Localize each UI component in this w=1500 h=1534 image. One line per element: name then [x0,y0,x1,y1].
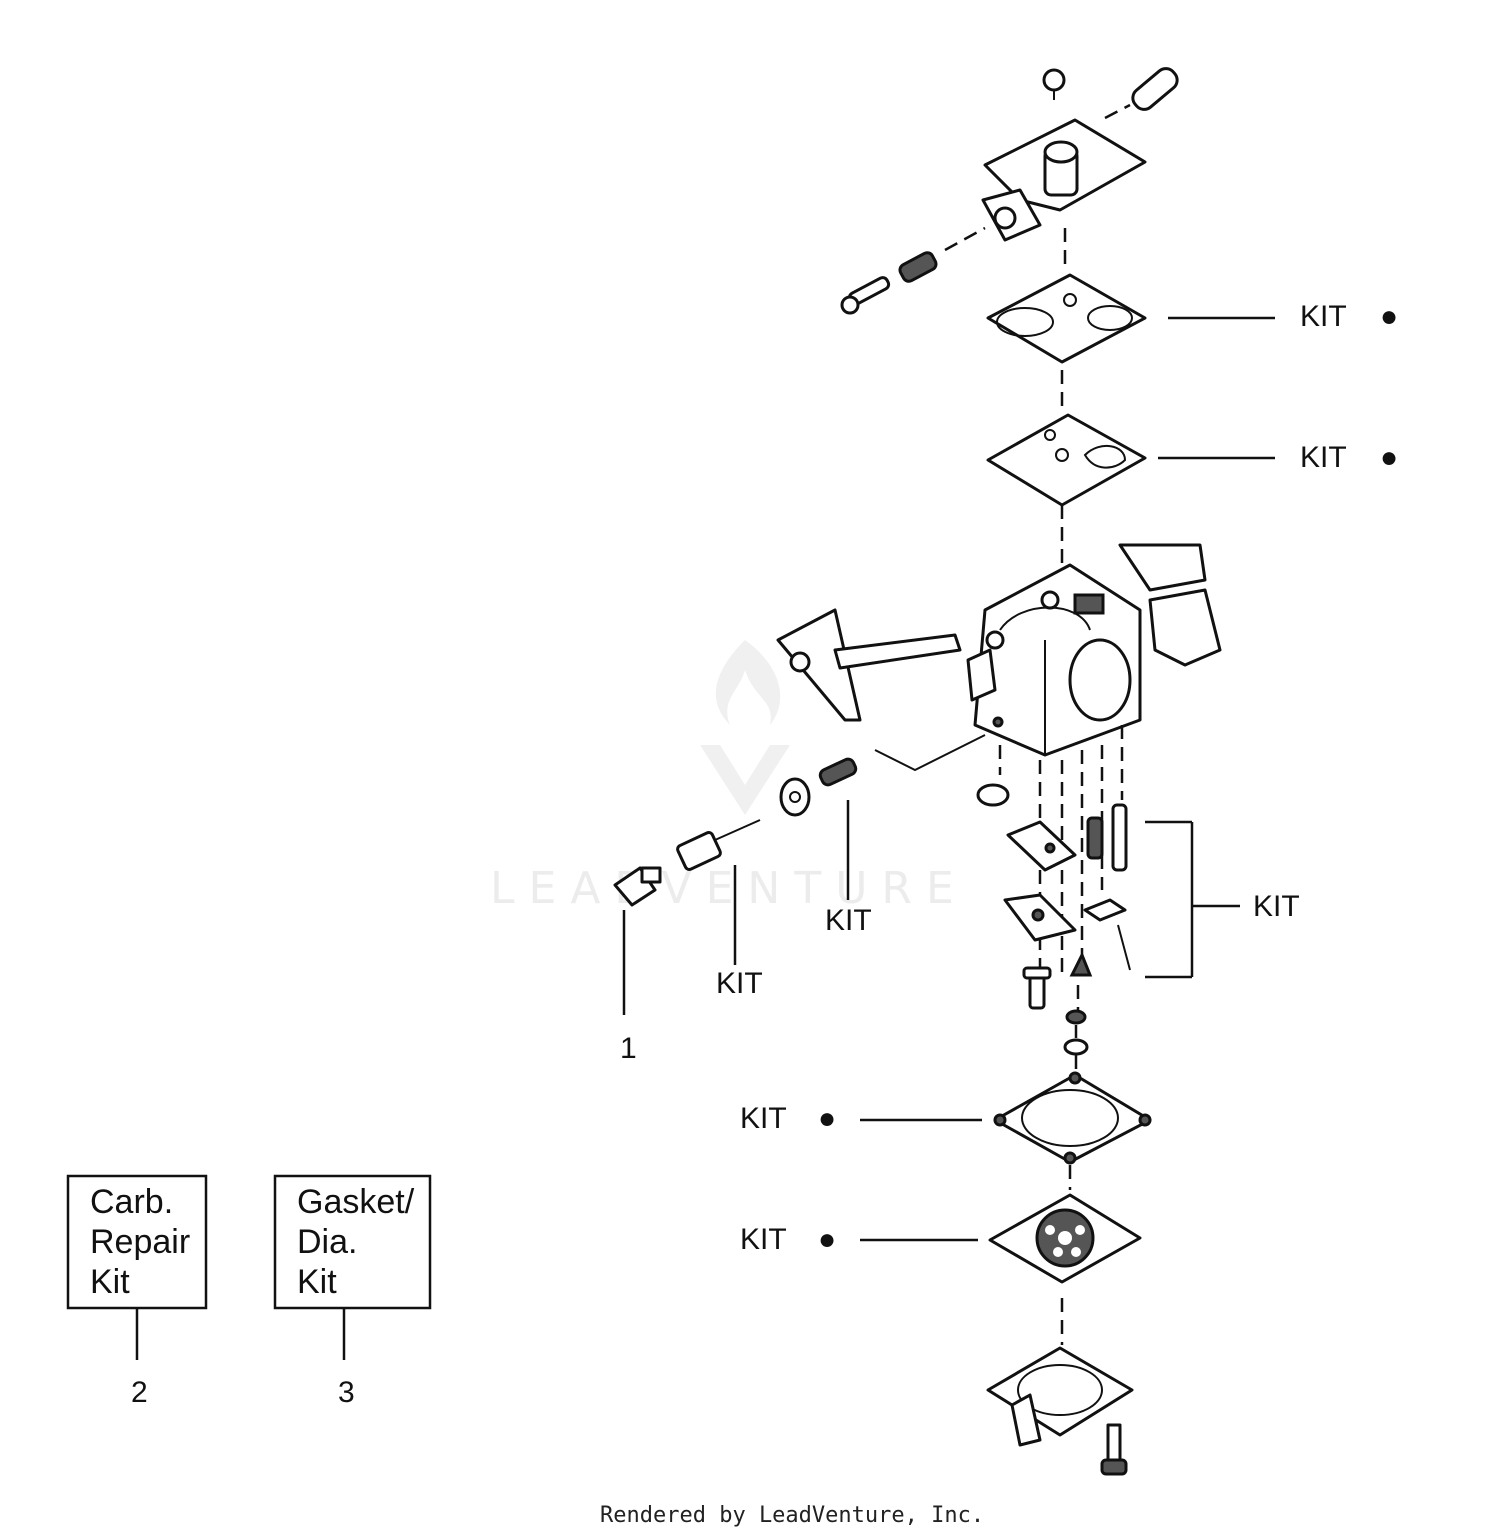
box-line: Repair [90,1223,190,1261]
kit-bullet: ● [818,1102,836,1135]
bottom-screw [1100,1423,1128,1476]
box-line: Kit [297,1263,337,1301]
watermark: LEADVENTURE [490,640,968,914]
gasket-second [986,413,1147,507]
item-number-1: 1 [620,1032,637,1065]
adjust-needle [676,819,761,871]
kit-label: KIT [1300,300,1347,333]
metering-parts [976,725,1131,1070]
bottom-cover [986,1346,1134,1447]
kit-label: KIT [1253,890,1300,923]
throttle-shaft [776,608,962,722]
kit-bullet: ● [1380,441,1398,474]
axis-dash [944,226,986,252]
watermark-text: LEADVENTURE [490,863,968,914]
gasket-lower [993,1071,1152,1165]
item-number-2: 2 [131,1376,148,1409]
kit-label: KIT [716,967,763,1000]
kit-bullet: ● [1380,300,1398,333]
kit-label: KIT [740,1223,787,1256]
gasket-upper [986,273,1147,364]
box-line: Kit [90,1263,130,1301]
kit-label: KIT [1300,441,1347,474]
box-line: Carb. [90,1183,173,1221]
pump-diaphragm [988,1193,1142,1284]
gasket-dia-kit-box: Gasket/ Dia. Kit [273,1174,432,1310]
washer [779,777,811,817]
kit-label: KIT [740,1102,787,1135]
carburetor-body [966,543,1222,757]
box-line: Gasket/ [297,1183,415,1221]
item-number-3: 3 [338,1376,355,1409]
carb-top-cover [981,67,1179,242]
bracket-kit-group [1145,820,1240,979]
kit-bullet: ● [818,1223,836,1256]
axis-dash [874,734,986,772]
carb-repair-kit-box: Carb. Repair Kit [66,1174,208,1310]
washer-hole [789,791,801,803]
needle-spring [818,757,858,787]
kit-label: KIT [825,904,872,937]
footer-credit: Rendered by LeadVenture, Inc. [600,1503,984,1528]
screw-and-spring [840,251,938,315]
limiter-cap [613,866,662,907]
box-line: Dia. [297,1223,357,1261]
